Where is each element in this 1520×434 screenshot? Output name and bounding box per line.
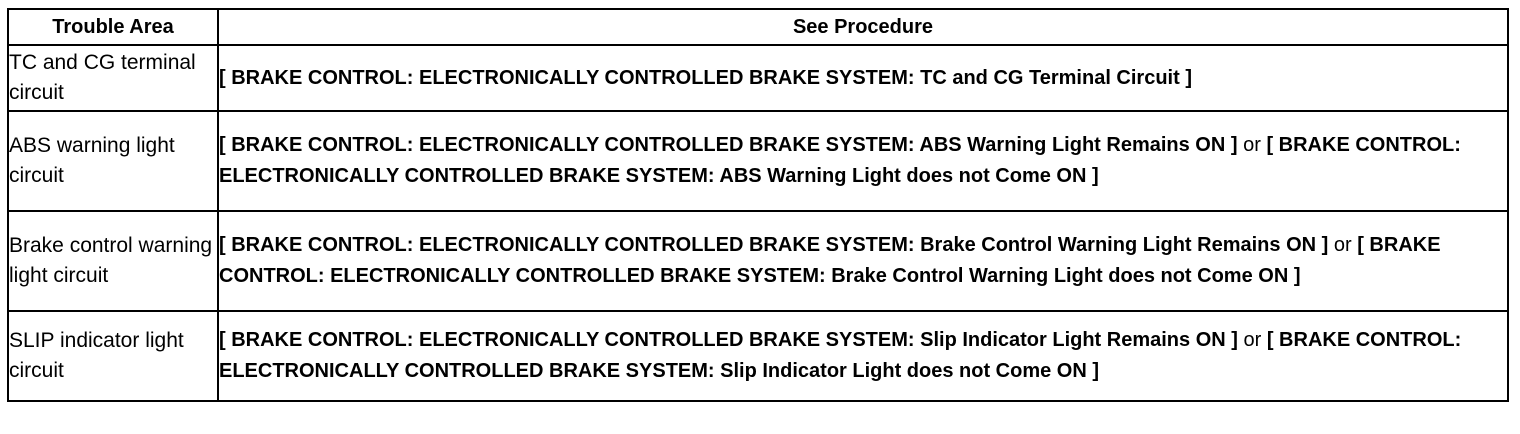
- procedure-link[interactable]: [ BRAKE CONTROL: ELECTRONICALLY CONTROLL…: [219, 329, 1238, 351]
- table-row: Brake control warning light circuit [ BR…: [7, 210, 1509, 312]
- procedure-cell: [ BRAKE CONTROL: ELECTRONICALLY CONTROLL…: [217, 310, 1509, 402]
- trouble-area-cell: SLIP indicator light circuit: [7, 310, 219, 402]
- procedure-link[interactable]: [ BRAKE CONTROL: ELECTRONICALLY CONTROLL…: [219, 234, 1329, 256]
- procedure-link[interactable]: [ BRAKE CONTROL: ELECTRONICALLY CONTROLL…: [219, 134, 1238, 156]
- procedure-connector: or: [1243, 329, 1262, 351]
- procedure-connector: or: [1243, 134, 1261, 156]
- procedure-cell: [ BRAKE CONTROL: ELECTRONICALLY CONTROLL…: [217, 44, 1509, 112]
- trouble-area-cell: ABS warning light circuit: [7, 110, 219, 212]
- trouble-area-cell: Brake control warning light circuit: [7, 210, 219, 312]
- procedure-link[interactable]: [ BRAKE CONTROL: ELECTRONICALLY CONTROLL…: [219, 66, 1192, 89]
- table-header-row: Trouble Area See Procedure: [7, 8, 1509, 46]
- header-see-procedure: See Procedure: [217, 8, 1509, 46]
- table-row: ABS warning light circuit [ BRAKE CONTRO…: [7, 110, 1509, 212]
- header-trouble-area: Trouble Area: [7, 8, 219, 46]
- trouble-area-table: Trouble Area See Procedure TC and CG ter…: [7, 8, 1509, 402]
- procedure-cell: [ BRAKE CONTROL: ELECTRONICALLY CONTROLL…: [217, 110, 1509, 212]
- trouble-area-cell: TC and CG terminal circuit: [7, 44, 219, 112]
- table-row: SLIP indicator light circuit [ BRAKE CON…: [7, 310, 1509, 402]
- procedure-table-container: Trouble Area See Procedure TC and CG ter…: [7, 8, 1509, 402]
- table-row: TC and CG terminal circuit [ BRAKE CONTR…: [7, 44, 1509, 112]
- procedure-cell: [ BRAKE CONTROL: ELECTRONICALLY CONTROLL…: [217, 210, 1509, 312]
- procedure-link[interactable]: [ BRAKE CONTROL: ELECTRONICALLY CONTROLL…: [219, 134, 1461, 187]
- procedure-link[interactable]: [ BRAKE CONTROL: ELECTRONICALLY CONTROLL…: [219, 234, 1441, 287]
- procedure-connector: or: [1333, 234, 1352, 256]
- procedure-link[interactable]: [ BRAKE CONTROL: ELECTRONICALLY CONTROLL…: [219, 329, 1462, 382]
